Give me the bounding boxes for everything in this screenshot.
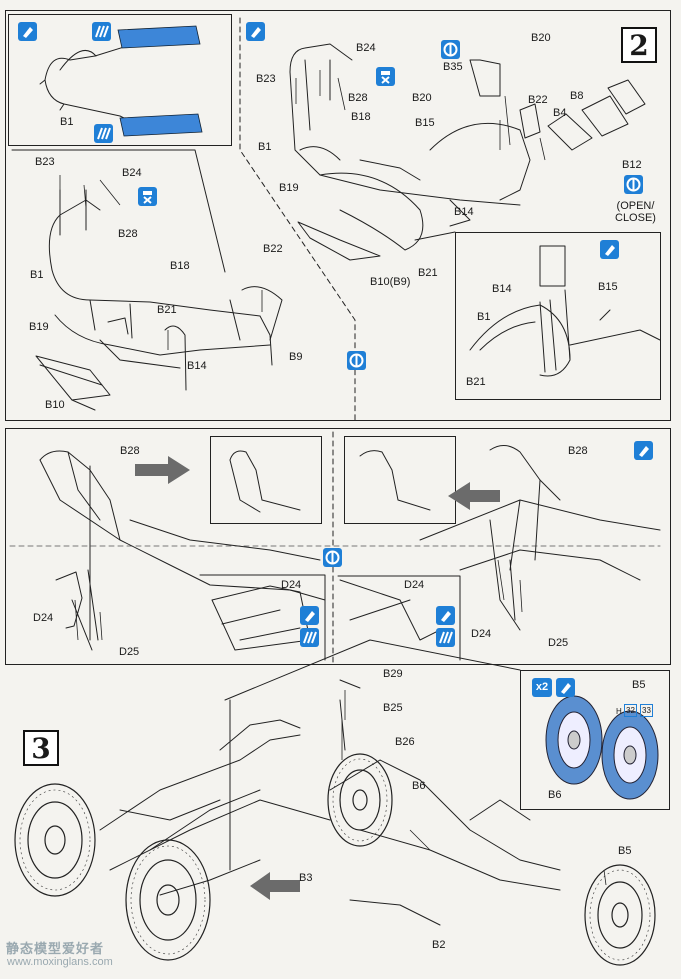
part-label: B15 [598, 281, 618, 293]
movable-part-icon [323, 548, 342, 567]
mid-section-frame [5, 428, 671, 665]
part-label: B21 [157, 304, 177, 316]
part-label: B18 [170, 260, 190, 272]
part-label: B24 [122, 167, 142, 179]
part-label: B14 [492, 283, 512, 295]
part-label: D24 [33, 612, 54, 624]
watermark-url: www.moxinglans.com [7, 956, 113, 968]
part-label: B6 [548, 789, 562, 801]
part-label: B15 [415, 117, 435, 129]
part-label: B9 [289, 351, 303, 363]
watermark-logo: 静态模型爱好者 [6, 941, 105, 956]
open-close-note: (OPEN/ CLOSE) [615, 200, 656, 224]
part-label: B1 [60, 116, 74, 128]
part-label: B26 [395, 736, 415, 748]
cement-icon [556, 678, 575, 697]
part-label: D24 [281, 579, 302, 591]
paint-stripes-icon [92, 22, 111, 41]
part-label: D24 [471, 628, 492, 640]
paint-stripes-icon [300, 628, 319, 647]
part-label: B1 [258, 141, 272, 153]
cement-icon [634, 441, 653, 460]
cement-icon [436, 606, 455, 625]
part-label: B35 [443, 61, 463, 73]
mid-right-inset-1 [344, 436, 456, 524]
part-label: B23 [256, 73, 276, 85]
part-label: B8 [570, 90, 584, 102]
part-label: D25 [548, 637, 569, 649]
cement-icon [300, 606, 319, 625]
part-label: B19 [279, 182, 299, 194]
part-label: B14 [454, 206, 474, 218]
step3-inset-frame [520, 670, 670, 810]
part-label: B22 [528, 94, 548, 106]
part-label: B23 [35, 156, 55, 168]
part-code: 32 [624, 704, 637, 717]
part-label: B28 [568, 445, 588, 457]
part-label: B3 [299, 872, 313, 884]
part-label: B6 [412, 780, 426, 792]
multiplier-text: x2 [535, 681, 549, 693]
part-label: B18 [351, 111, 371, 123]
part-label: B14 [187, 360, 207, 372]
cement-icon [246, 22, 265, 41]
step2-frame [5, 10, 671, 421]
part-label: B1 [30, 269, 44, 281]
part-label: D24 [404, 579, 425, 591]
part-label: B1 [477, 311, 491, 323]
part-label: B28 [120, 445, 140, 457]
part-label: B19 [29, 321, 49, 333]
part-label: B28 [118, 228, 138, 240]
movable-part-icon [624, 175, 643, 194]
step-number-3: 3 [23, 730, 59, 766]
part-label: B25 [383, 702, 403, 714]
part-label: B20 [531, 32, 551, 44]
part-label: B29 [383, 668, 403, 680]
part-code: H [616, 707, 622, 716]
part-label: B21 [466, 376, 486, 388]
part-label: B21 [418, 267, 438, 279]
paint-stripes-icon [436, 628, 455, 647]
part-label: B20 [412, 92, 432, 104]
remove-part-icon [138, 187, 157, 206]
step-number-2: 2 [621, 27, 657, 63]
multiply-icon: x2 [532, 678, 552, 697]
inset-frame-right [455, 232, 661, 400]
part-code: 33 [640, 704, 653, 717]
part-label: B5 [632, 679, 646, 691]
paint-stripes-icon [94, 124, 113, 143]
part-label: B4 [553, 107, 567, 119]
part-label: B10 [45, 399, 65, 411]
part-label: B24 [356, 42, 376, 54]
part-label: B28 [348, 92, 368, 104]
part-label: B22 [263, 243, 283, 255]
cement-icon [600, 240, 619, 259]
movable-part-icon [347, 351, 366, 370]
cement-icon [18, 22, 37, 41]
movable-part-icon [441, 40, 460, 59]
part-label: B12 [622, 159, 642, 171]
part-label: B5 [618, 845, 632, 857]
part-label: D25 [119, 646, 140, 658]
remove-part-icon [376, 67, 395, 86]
part-label: B2 [432, 939, 446, 951]
part-label: B10(B9) [370, 276, 411, 288]
inset-frame-top-left [8, 14, 232, 146]
mid-left-inset-1 [210, 436, 322, 524]
